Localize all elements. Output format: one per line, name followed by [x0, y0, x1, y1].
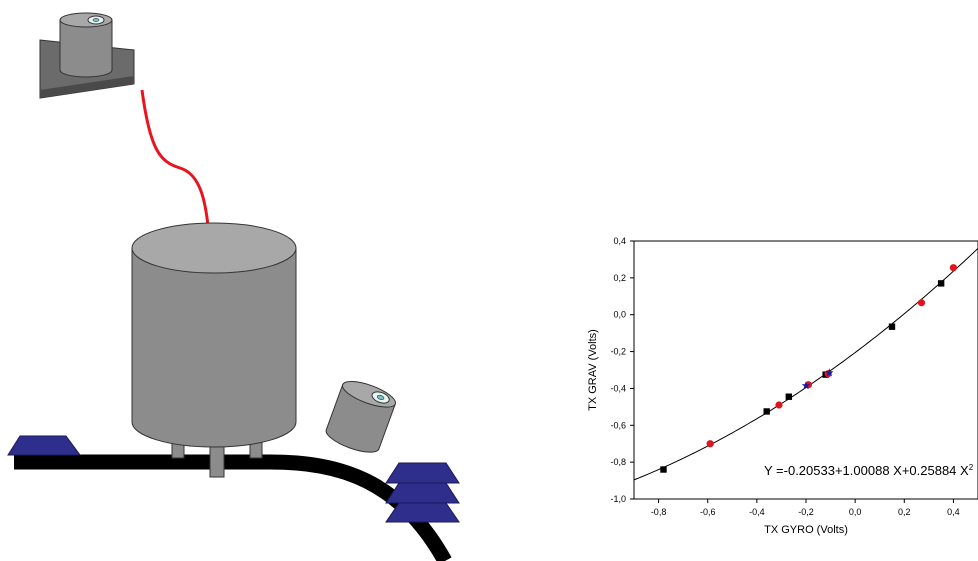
x-tick-label: 0,0: [849, 507, 862, 517]
data-point-star: [825, 368, 834, 377]
mounting-plate-edge: [40, 76, 134, 98]
data-point-circle: [706, 440, 714, 448]
data-point-square: [888, 323, 896, 330]
stacked-blue-pads: [385, 462, 460, 523]
y-tick-label: -0,6: [610, 420, 626, 430]
data-point-square: [660, 466, 667, 473]
x-tick-label: -0,4: [749, 507, 765, 517]
plot-frame: [633, 240, 978, 500]
data-point-star: [801, 381, 811, 390]
data-point-square: [785, 393, 792, 400]
small-sensor-assembly: [39, 12, 135, 99]
x-axis: -0,8 -0,6 -0,4 -0,2 0,0 0,2 0,4: [651, 499, 960, 517]
data-point-square: [937, 280, 945, 287]
large-cylinder-assembly: [131, 222, 297, 478]
tilted-sensor: [325, 381, 396, 453]
y-tick-label: -0,8: [610, 457, 626, 467]
x-tick-label: -0,8: [651, 507, 667, 517]
large-cylinder-top: [131, 222, 297, 274]
data-point-circle: [917, 299, 926, 307]
y-tick-label: -0,4: [610, 383, 626, 393]
x-tick-label: -0,6: [700, 507, 716, 517]
data-point-circle: [775, 401, 783, 409]
x-tick-label: 0,4: [947, 507, 960, 517]
data-point-circle: [949, 264, 958, 272]
y-axis: -1,0 -0,8 -0,6 -0,4 -0,2 0,0 0,2 0,4: [610, 236, 634, 504]
fit-curve: [633, 248, 978, 481]
data-point-square: [763, 408, 770, 415]
y-tick-label: -1,0: [610, 494, 626, 504]
fit-equation-superscript: 2: [969, 463, 974, 472]
fit-equation-main: Y =-0.20533+1.00088 X+0.25884 X: [764, 463, 969, 478]
y-tick-label: 0,4: [613, 236, 626, 246]
left-blue-pad: [7, 435, 81, 456]
small-cylinder-body: [59, 19, 113, 78]
y-tick-label: 0,2: [613, 273, 626, 283]
fit-equation: Y =-0.20533+1.00088 X+0.25884 X2: [764, 463, 974, 478]
data-markers: [660, 264, 958, 473]
large-cylinder-body: [131, 247, 297, 448]
x-tick-label: -0,2: [798, 507, 814, 517]
y-tick-label: -0,2: [610, 347, 626, 357]
x-tick-label: 0,2: [898, 507, 911, 517]
cable-track: [14, 454, 452, 561]
y-tick-label: 0,0: [613, 310, 626, 320]
x-axis-label: TX GYRO (Volts): [764, 524, 848, 536]
y-axis-label: TX GRAV (Volts): [587, 329, 599, 411]
